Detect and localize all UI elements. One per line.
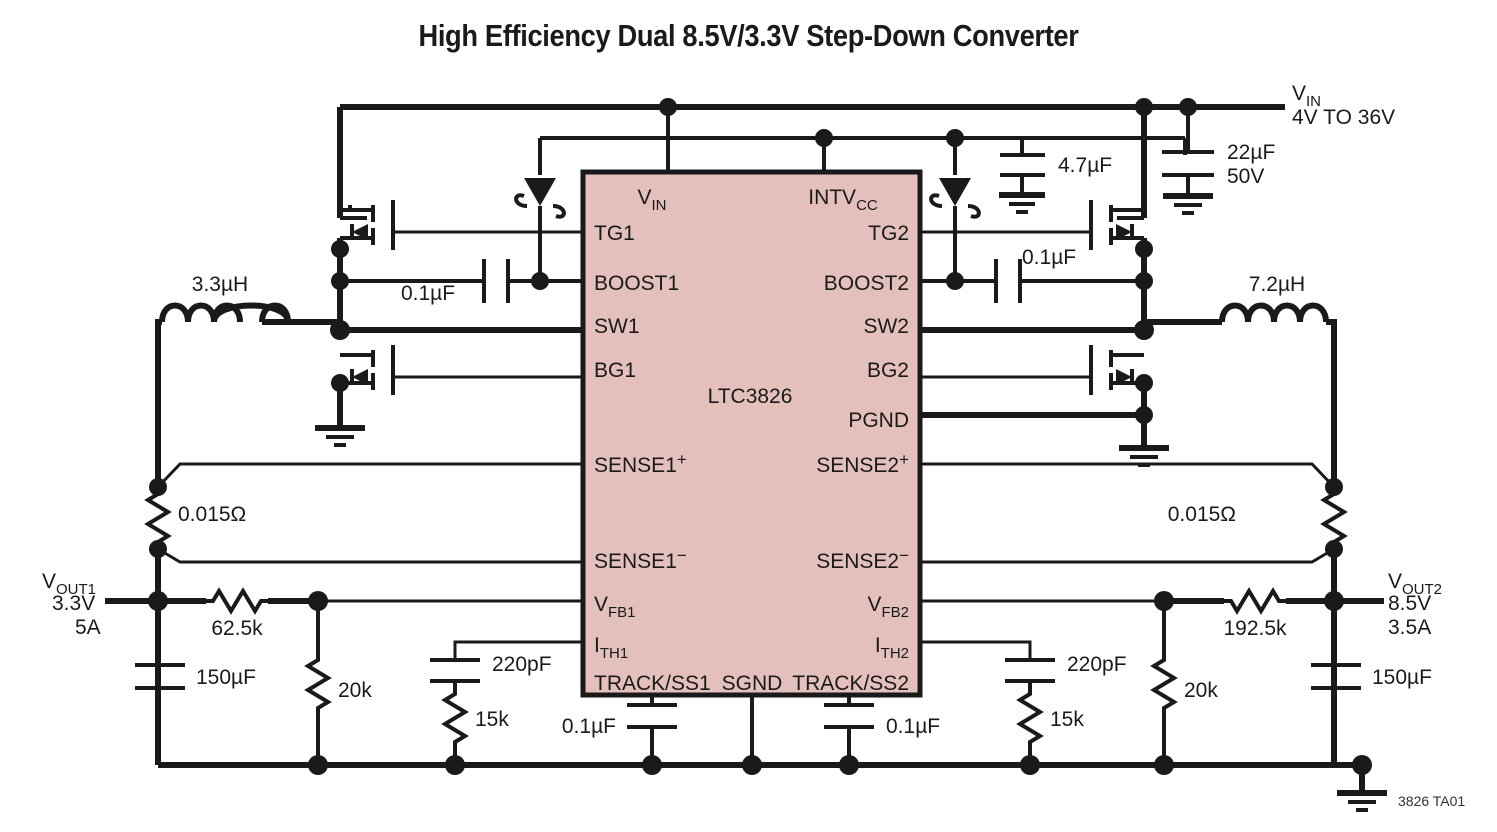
l1-coil-5	[159, 302, 191, 323]
label-rsense2: 0.015Ω	[1168, 503, 1236, 526]
rsense1-zigzag	[144, 487, 172, 549]
page-title: High Efficiency Dual 8.5V/3.3V Step-Down…	[418, 18, 1079, 53]
wire-hop-left-2	[929, 193, 943, 208]
sense2-plus-wire	[920, 462, 1336, 489]
l1-coil-4	[185, 302, 217, 323]
pin-label-track-ss2: TRACK/SS2	[792, 672, 909, 695]
pin-label-bg2: BG2	[867, 359, 909, 382]
label-cin-voltage: 50V	[1227, 165, 1264, 188]
pin-label-vfb2: VFB2	[867, 593, 909, 621]
junction-dot	[1352, 755, 1372, 775]
label-cboost1: 0.1µF	[401, 282, 455, 305]
l1-coil-3	[211, 302, 243, 323]
pin-label-bg1: BG1	[594, 359, 636, 382]
pin-label-track-ss1: TRACK/SS1	[594, 672, 711, 695]
pin-label-sense2-minus: SENSE2−	[816, 546, 909, 573]
l2-coil-1	[1219, 302, 1251, 323]
l2-coil-2	[1245, 302, 1277, 323]
label-vout1-current: 5A	[75, 616, 101, 639]
label-rc2: 15k	[1050, 708, 1084, 731]
pin-label-ith1: ITH1	[594, 634, 628, 662]
l2-coil-4	[1297, 302, 1329, 323]
pin-label-vin: VIN	[637, 186, 666, 214]
label-l2: 7.2µH	[1249, 273, 1305, 296]
boost-diode-1-triangle	[524, 178, 556, 206]
rsense2-zigzag	[1320, 487, 1348, 549]
label-rfb2-top: 192.5k	[1223, 617, 1287, 640]
label-vout2-name: VOUT2	[1388, 570, 1442, 598]
wire-hop-right-1	[552, 204, 566, 219]
pin-label-pgnd: PGND	[848, 409, 909, 432]
rfb2-zigzag	[1224, 587, 1286, 615]
label-vin-name: VIN	[1292, 82, 1321, 110]
pin-label-vfb1: VFB1	[594, 593, 636, 621]
label-vout2-current: 3.5A	[1388, 616, 1431, 639]
boost-diode-2-triangle	[939, 178, 971, 206]
wire-hop-right-2	[967, 204, 981, 219]
label-vout1-voltage: 3.3V	[52, 592, 95, 615]
label-cboost2: 0.1µF	[1022, 246, 1076, 269]
ith2-wire	[920, 640, 1032, 660]
rfb1-zigzag	[206, 587, 268, 615]
sense1-minus-wire	[157, 547, 583, 564]
label-rfb1-top: 62.5k	[211, 617, 263, 640]
sense2-minus-wire	[920, 547, 1335, 564]
label-cout1: 150µF	[196, 666, 256, 689]
pin-label-boost2: BOOST2	[824, 272, 909, 295]
label-css2: 0.1µF	[886, 715, 940, 738]
ic-part-number: LTC3826	[708, 385, 793, 408]
label-r20k-right: 20k	[1184, 679, 1218, 702]
pin-label-ith2: ITH2	[875, 634, 909, 662]
label-rc1: 15k	[475, 708, 509, 731]
label-cin-value: 22µF	[1227, 141, 1275, 164]
label-cc1: 220pF	[492, 653, 552, 676]
ith1-wire	[453, 640, 583, 660]
label-cc2: 220pF	[1067, 653, 1127, 676]
pin-label-sgnd: SGND	[722, 672, 783, 695]
rc2-zigzag	[1016, 681, 1044, 765]
c-intvcc-top-lead	[1020, 136, 1185, 155]
label-vout2-voltage: 8.5V	[1388, 592, 1431, 615]
wire-hop-left-1	[514, 193, 528, 208]
pin-label-sw1: SW1	[594, 315, 640, 338]
pin-label-boost1: BOOST1	[594, 272, 679, 295]
label-l1: 3.3µH	[192, 273, 248, 296]
sense1-plus-wire	[156, 462, 583, 489]
pin-label-tg1: TG1	[594, 222, 635, 245]
m1-body-diode	[352, 224, 368, 240]
ic-body	[580, 169, 923, 698]
pin-label-sense2-plus: SENSE2+	[816, 450, 909, 477]
label-part-code: 3826 TA01	[1398, 793, 1465, 809]
l2-right-lead	[1326, 319, 1337, 487]
label-vin-range: 4V TO 36V	[1292, 106, 1395, 129]
label-css1: 0.1µF	[562, 715, 616, 738]
label-r20k-left: 20k	[338, 679, 372, 702]
rc1-zigzag	[441, 681, 469, 765]
l1-left-lead	[155, 319, 162, 487]
pin-label-tg2: TG2	[868, 222, 909, 245]
label-c-intvcc: 4.7µF	[1058, 154, 1112, 177]
m4-body-diode	[1116, 369, 1132, 385]
pin-label-sense1-minus: SENSE1−	[594, 546, 687, 573]
r20k-right-zigzag	[1150, 601, 1178, 765]
pin-label-sw2: SW2	[863, 315, 909, 338]
label-rsense1: 0.015Ω	[178, 503, 246, 526]
m2-body-diode	[352, 369, 368, 385]
pin-label-sense1-plus: SENSE1+	[594, 450, 687, 477]
r20k-left-zigzag	[304, 601, 332, 765]
label-cout2: 150µF	[1372, 666, 1432, 689]
l2-coil-3	[1271, 302, 1303, 323]
label-vout1-name: VOUT1	[42, 570, 96, 598]
pin-label-intvcc: INTVCC	[808, 186, 878, 214]
m3-body-diode	[1116, 224, 1132, 240]
